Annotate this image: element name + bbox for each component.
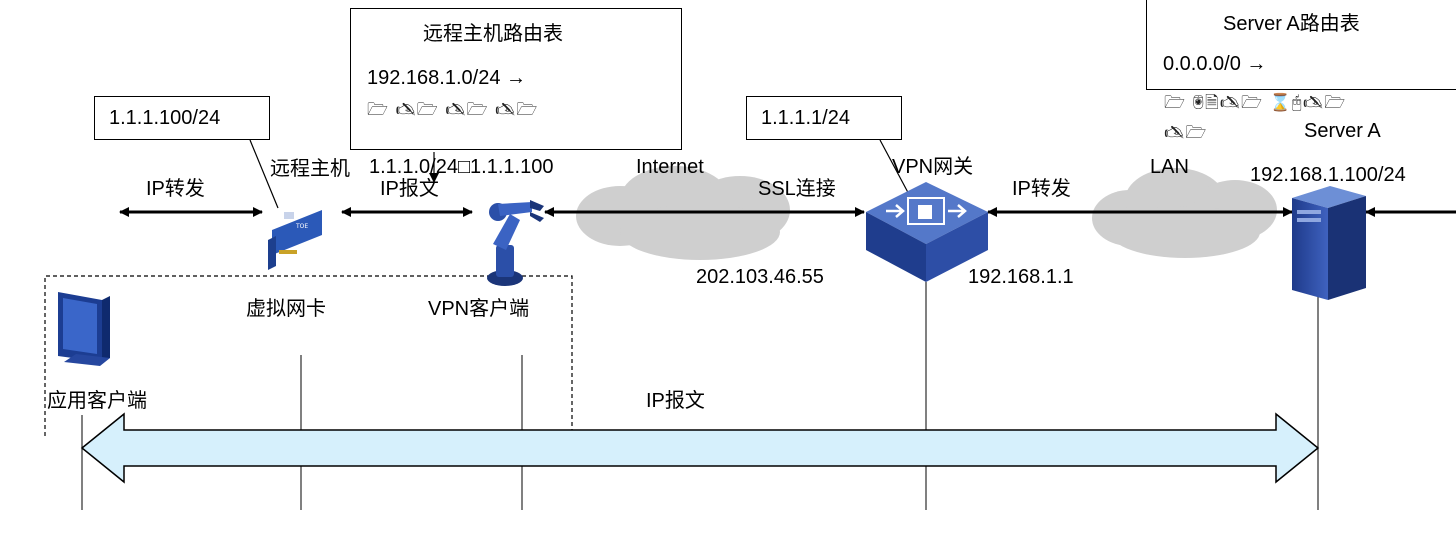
remote-route-table-glyphs: 🗁 🖎🗁 🖎🗁 🖎🗁 xyxy=(367,100,539,120)
ip-forward-right-label: IP转发 xyxy=(1012,178,1071,200)
remote-route-table: 远程主机路由表 192.168.1.0/24 → 🗁 🖎🗁 🖎🗁 🖎🗁 xyxy=(350,8,682,150)
svg-text:TOE: TOE xyxy=(295,223,308,230)
remote-route-table-entry-2: 1.1.1.0/24□1.1.1.100 xyxy=(369,156,554,178)
gateway-ip-callout: 1.1.1.1/24 xyxy=(746,96,902,140)
gateway-inner-ip: 1.1.1.1/24 xyxy=(761,107,850,129)
gateway-lan-ip: 192.168.1.1 xyxy=(968,266,1074,288)
callout-pointer-nic xyxy=(249,139,279,209)
server-route-table-glyphs: 🗁 🖲🗎🖎🗁 ⌛🖰🖎🗁 xyxy=(1164,93,1347,113)
server-tower-icon xyxy=(1292,186,1366,300)
robot-arm-icon xyxy=(487,200,544,286)
vpn-gateway-label: VPN网关 xyxy=(892,156,974,178)
lan-label: LAN xyxy=(1150,156,1189,178)
network-card-icon: TOE xyxy=(268,210,322,270)
server-route-table: Server A路由表 0.0.0.0/0 → xyxy=(1146,0,1456,90)
virtual-nic-ip-callout: 1.1.1.100/24 xyxy=(94,96,270,140)
server-a-label: Server A xyxy=(1304,120,1381,142)
internet-label: Internet xyxy=(636,156,704,178)
server-route-table-glyphs-2: 🖎🗁 xyxy=(1164,123,1208,143)
callout-pointer-gateway xyxy=(879,139,913,201)
server-route-table-entry-1: 0.0.0.0/0 → xyxy=(1163,53,1267,75)
ip-forward-left-label: IP转发 xyxy=(146,178,205,200)
ip-packet-big-arrow xyxy=(80,412,1320,484)
gateway-public-ip: 202.103.46.55 xyxy=(696,266,824,288)
remote-route-table-title: 远程主机路由表 xyxy=(423,23,563,45)
ssl-label: SSL连接 xyxy=(758,178,836,200)
vpn-gateway-icon xyxy=(866,182,988,282)
ip-packet-label: IP报文 xyxy=(380,178,439,200)
remote-host-label: 远程主机 xyxy=(270,158,350,180)
virtual-nic-ip: 1.1.1.100/24 xyxy=(109,107,221,129)
remote-host-frame xyxy=(44,275,573,436)
remote-route-table-entry-1: 192.168.1.0/24 → xyxy=(367,67,527,89)
monitor-icon xyxy=(58,292,110,366)
server-route-table-title: Server A路由表 xyxy=(1223,13,1360,35)
ip-packet-bottom-label: IP报文 xyxy=(646,390,705,412)
vpn-client-label: VPN客户端 xyxy=(428,298,530,320)
virtual-nic-label: 虚拟网卡 xyxy=(246,298,326,320)
server-ip: 192.168.1.100/24 xyxy=(1250,164,1406,186)
app-client-label: 应用客户端 xyxy=(47,390,147,412)
